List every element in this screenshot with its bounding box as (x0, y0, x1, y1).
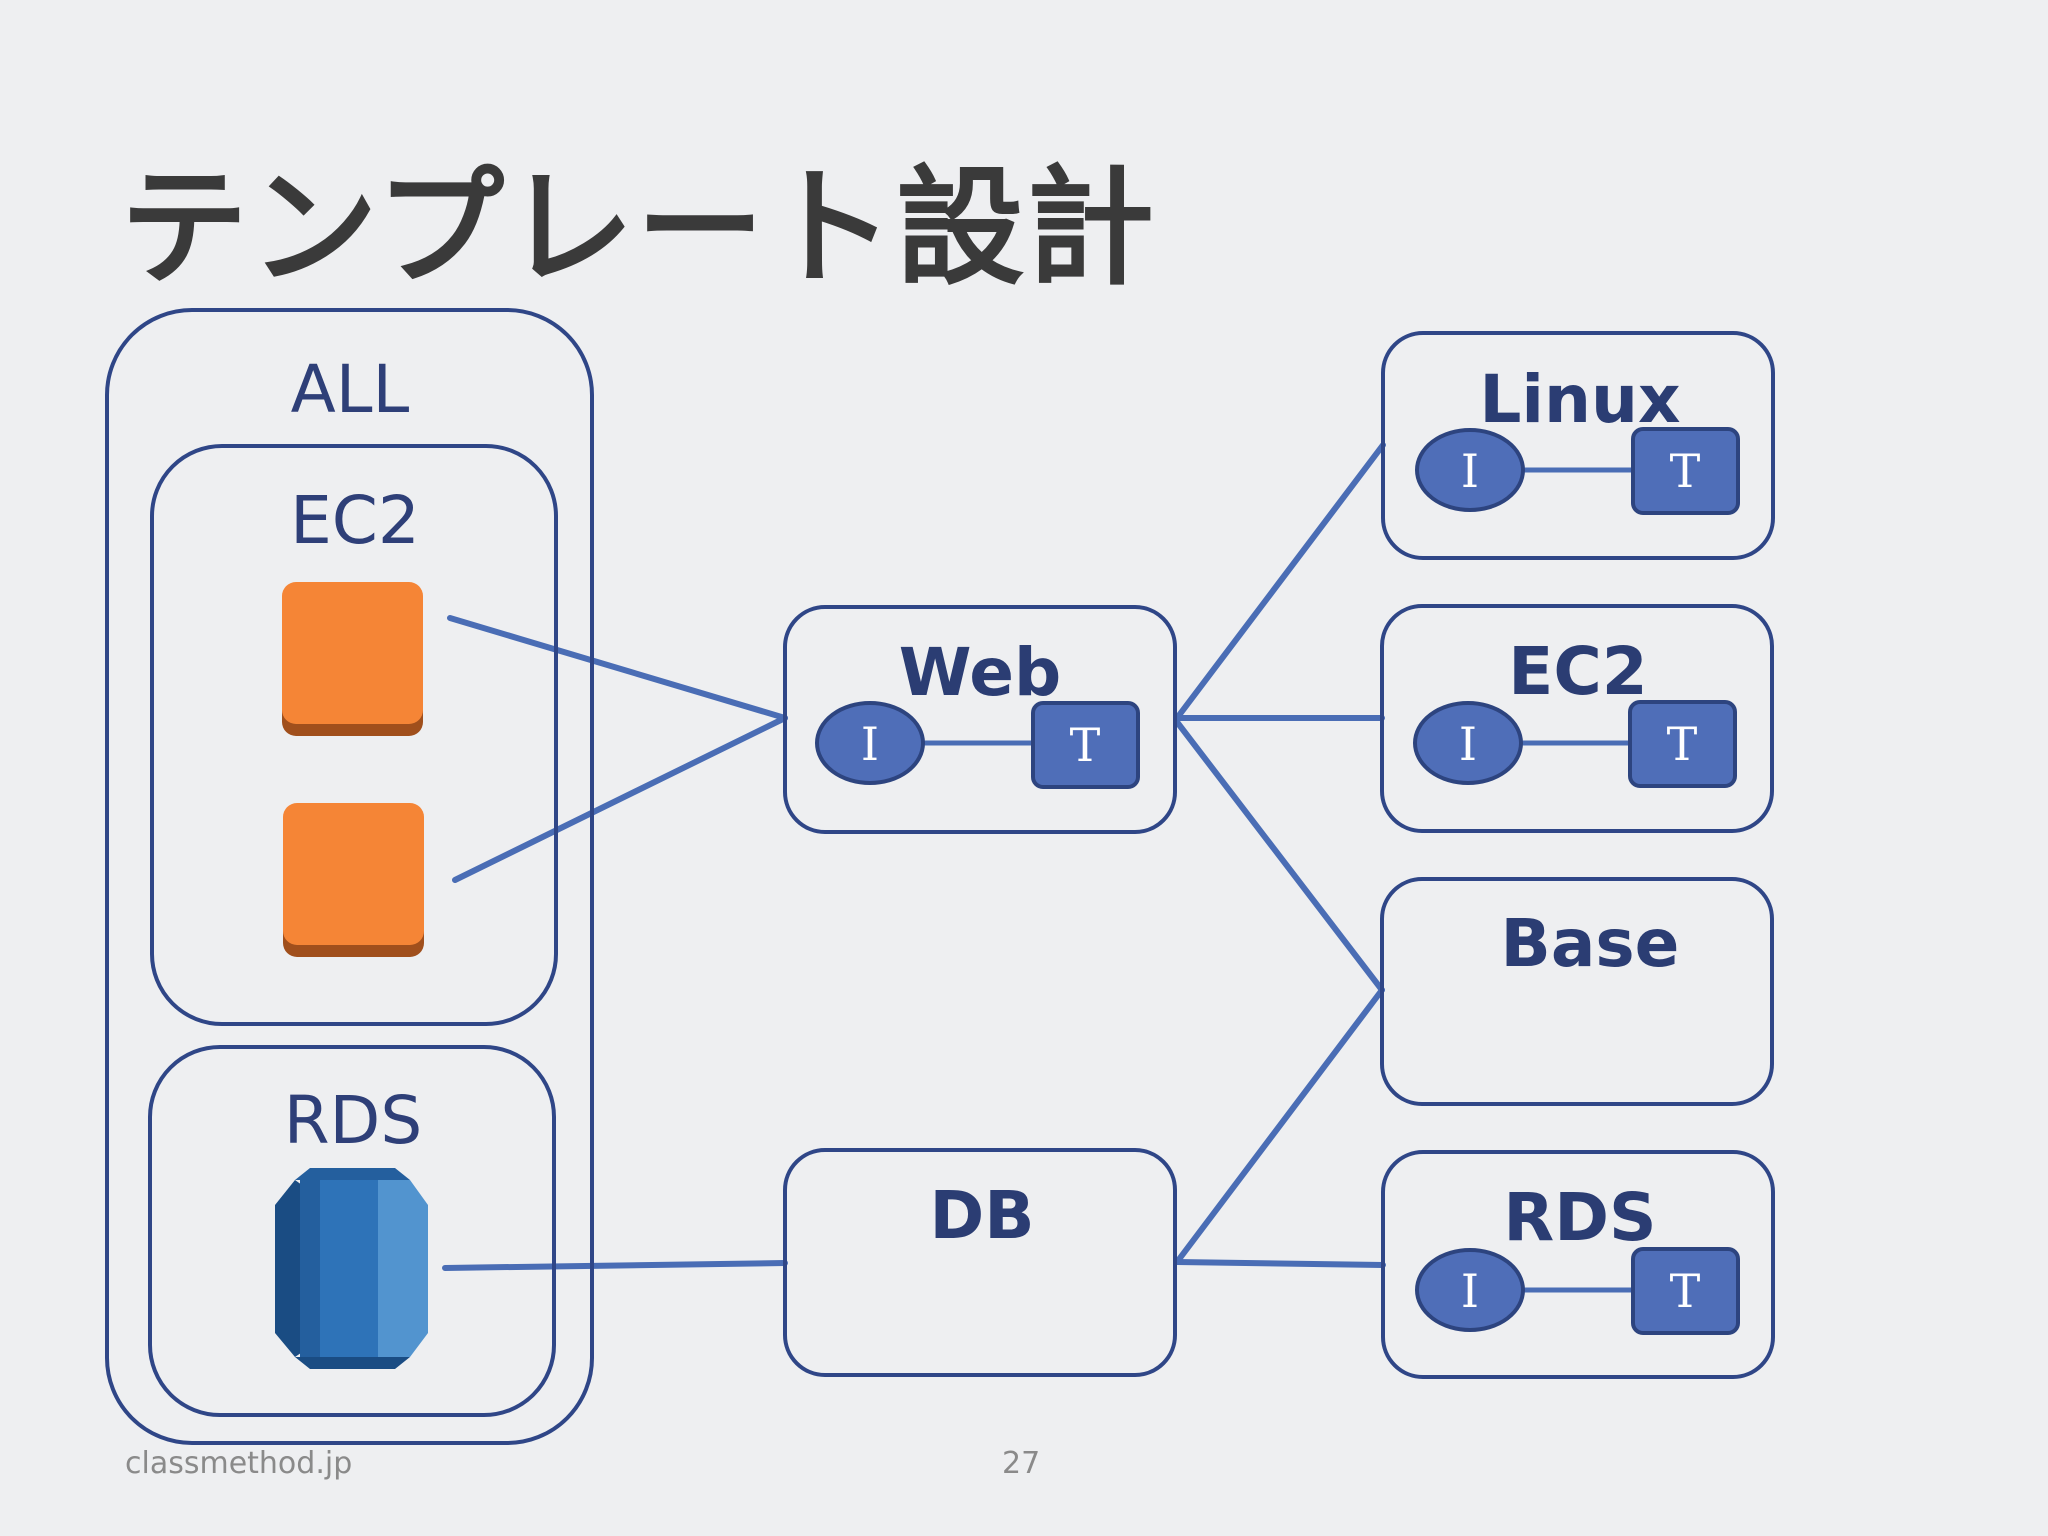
connector-ec2a-web (447, 615, 788, 721)
ec2-instance-icon (282, 582, 423, 736)
connector-db-base (1174, 987, 1385, 1265)
template-node-label: T (1070, 718, 1101, 772)
base-template-linux-label: Linux (1479, 361, 1680, 438)
base-template-rds: RDS I T (1381, 1150, 1775, 1379)
instance-node-label: I (1459, 717, 1477, 771)
ec2-instance-icon (283, 803, 424, 957)
connector-db-rds (1174, 1259, 1386, 1268)
group-rds (148, 1045, 556, 1417)
template-node (1631, 427, 1740, 515)
base-template-rds-label: RDS (1503, 1179, 1656, 1256)
template-node-label: T (1667, 717, 1698, 771)
instance-node-label: I (861, 717, 879, 771)
base-template-ec2-label: EC2 (1508, 633, 1647, 710)
slide-title: テンプレート設計 (120, 154, 1157, 303)
base-template-ec2: EC2 I T (1380, 604, 1774, 833)
connector-web-base (1174, 719, 1385, 993)
template-web-label: Web (899, 634, 1061, 711)
page-number: 27 (1002, 1446, 1041, 1481)
instance-node-label: I (1461, 1264, 1479, 1318)
group-all (105, 308, 594, 1445)
template-node-label: T (1670, 1264, 1701, 1318)
connector-ec2b-web (452, 715, 788, 883)
template-db-label: DB (929, 1177, 1034, 1254)
instance-node (815, 701, 925, 785)
instance-node (1415, 1248, 1525, 1332)
connector-web-linux (1174, 442, 1386, 721)
base-template-base-label: Base (1501, 905, 1680, 982)
instance-node-label: I (1461, 444, 1479, 498)
instance-node (1415, 428, 1525, 512)
template-node (1031, 701, 1140, 789)
template-db: DB (783, 1148, 1177, 1377)
group-ec2 (150, 444, 558, 1026)
connectors (442, 442, 1386, 1271)
template-node (1628, 700, 1737, 788)
template-web: Web I T (783, 605, 1177, 834)
connector-rds-db (442, 1260, 788, 1271)
instance-node (1413, 701, 1523, 785)
template-node-label: T (1670, 444, 1701, 498)
template-node (1631, 1247, 1740, 1335)
rds-database-icon (275, 1168, 428, 1369)
group-all-label: ALL (291, 351, 410, 428)
footer-site: classmethod.jp (125, 1446, 353, 1481)
base-template-linux: Linux I T (1381, 331, 1775, 560)
group-rds-label: RDS (284, 1082, 423, 1159)
group-ec2-label: EC2 (290, 482, 420, 559)
base-template-base: Base (1380, 877, 1774, 1106)
